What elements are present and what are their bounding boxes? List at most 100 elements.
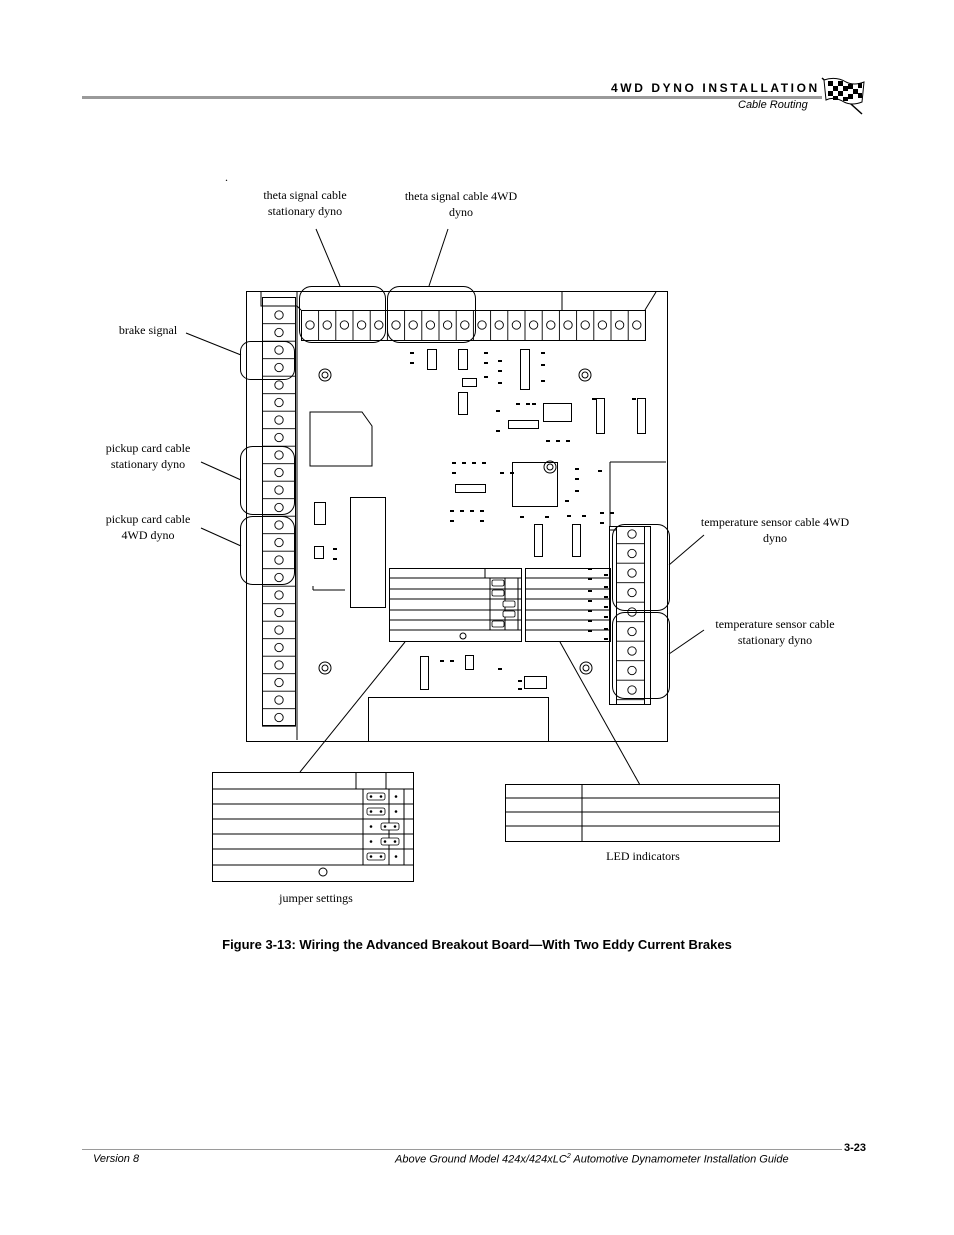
terminal-screw: [274, 625, 284, 635]
smd-component: [588, 578, 592, 580]
smd-component: [440, 660, 444, 662]
header-rule: [82, 96, 822, 99]
terminal-screw: [597, 320, 608, 330]
label-theta-4wd: theta signal cable 4WD dyno: [404, 189, 518, 219]
terminal-screw: [528, 320, 539, 330]
terminal-screw: [627, 607, 637, 617]
pickup-stationary-bracket: [240, 446, 295, 515]
terminal-screw: [627, 529, 637, 539]
terminal-screw: [627, 646, 637, 656]
terminal-screw: [391, 320, 401, 330]
smd-component: [518, 688, 522, 690]
smd-component: [565, 500, 569, 502]
smd-component: [450, 520, 454, 522]
smd-component: [600, 522, 604, 524]
terminal-screw: [274, 572, 284, 583]
smd-component: [452, 472, 456, 474]
terminal-screw: [632, 320, 642, 330]
terminal-screw: [274, 642, 284, 653]
smd-component: [604, 628, 608, 630]
smd-component: [510, 472, 514, 474]
terminal-screw: [511, 320, 522, 330]
smd-component: [472, 462, 476, 464]
smd-component: [518, 680, 522, 682]
brake-signal-bracket: [240, 341, 295, 380]
smd-component: [604, 574, 608, 576]
pickup-4wd-bracket: [240, 516, 295, 585]
terminal-screw: [627, 568, 637, 578]
smd-component: [500, 472, 504, 474]
figure-caption: Figure 3-13: Wiring the Advanced Breakou…: [222, 937, 732, 952]
stray-mark: .: [225, 170, 228, 184]
smd-component: [546, 440, 550, 442]
chapter-title: 4WD DYNO INSTALLATION: [611, 81, 820, 95]
smd-component: [575, 490, 579, 492]
smd-component: [632, 398, 636, 400]
terminal-screw: [274, 467, 284, 478]
smd-component: [484, 362, 488, 364]
main-ic: [512, 462, 558, 507]
smd-component: [541, 380, 545, 382]
smd-component: [462, 462, 466, 464]
terminal-screw: [305, 320, 315, 330]
guide-title-suffix: Automotive Dynamometer Installation Guid…: [570, 1153, 789, 1166]
smd-component: [588, 600, 592, 602]
temp-4wd-bracket: [612, 524, 670, 611]
terminal-screw: [494, 320, 504, 330]
terminal-screw: [274, 607, 284, 618]
smd-component: [532, 403, 536, 405]
smd-component: [604, 586, 608, 588]
board-outline: [246, 291, 668, 742]
smd-component: [410, 362, 414, 364]
terminal-screw: [274, 415, 284, 425]
smd-component: [545, 516, 549, 518]
smd-component: [482, 462, 486, 464]
led-indicators-table: [505, 784, 780, 842]
terminal-screw: [274, 555, 284, 565]
terminal-screw: [274, 695, 284, 705]
smd-component: [498, 668, 502, 670]
terminal-screw: [274, 590, 284, 600]
jumper-settings-table: [212, 772, 414, 882]
smd-component: [520, 516, 524, 518]
smd-component: [526, 403, 530, 405]
label-temp-4wd: temperature sensor cable 4WD dyno: [700, 515, 850, 545]
temp-stationary-bracket: [612, 612, 670, 699]
smd-component: [470, 510, 474, 512]
smd-component: [496, 430, 500, 432]
guide-title-sup: 2: [566, 1153, 571, 1160]
terminal-screw: [274, 397, 284, 408]
smd-component: [450, 510, 454, 512]
smd-component: [541, 364, 545, 366]
regulator-block: [350, 497, 386, 608]
label-pickup-4wd: pickup card cable 4WD dyno: [105, 512, 191, 542]
guide-title-prefix: Above Ground Model 424x/424xLC: [395, 1153, 567, 1166]
terminal-screw: [627, 685, 637, 695]
smd-component: [333, 558, 337, 560]
theta-stationary-bracket: [299, 286, 386, 343]
terminal-screw: [274, 537, 284, 548]
smd-component: [588, 630, 592, 632]
terminal-screw: [274, 345, 284, 355]
smd-component: [604, 616, 608, 618]
terminal-screw: [442, 320, 453, 330]
terminal-screw: [580, 320, 590, 330]
smd-component: [610, 512, 614, 514]
smd-component: [516, 403, 520, 405]
smd-component: [498, 360, 502, 362]
terminal-screw: [356, 320, 367, 330]
terminal-screw: [274, 310, 284, 320]
label-temp-stationary: temperature sensor cable stationary dyno: [715, 617, 835, 647]
power-module: [309, 411, 373, 467]
section-subtitle: Cable Routing: [738, 99, 808, 111]
terminal-screw: [274, 380, 284, 390]
terminal-screw: [274, 485, 284, 495]
left-terminal-block: [262, 297, 296, 726]
terminal-screw: [274, 432, 284, 443]
terminal-screw: [274, 502, 284, 513]
right-terminal-block: [609, 526, 651, 705]
terminal-screw: [425, 320, 436, 330]
terminal-screw: [274, 520, 284, 530]
smd-component: [582, 515, 586, 517]
smd-component: [566, 440, 570, 442]
